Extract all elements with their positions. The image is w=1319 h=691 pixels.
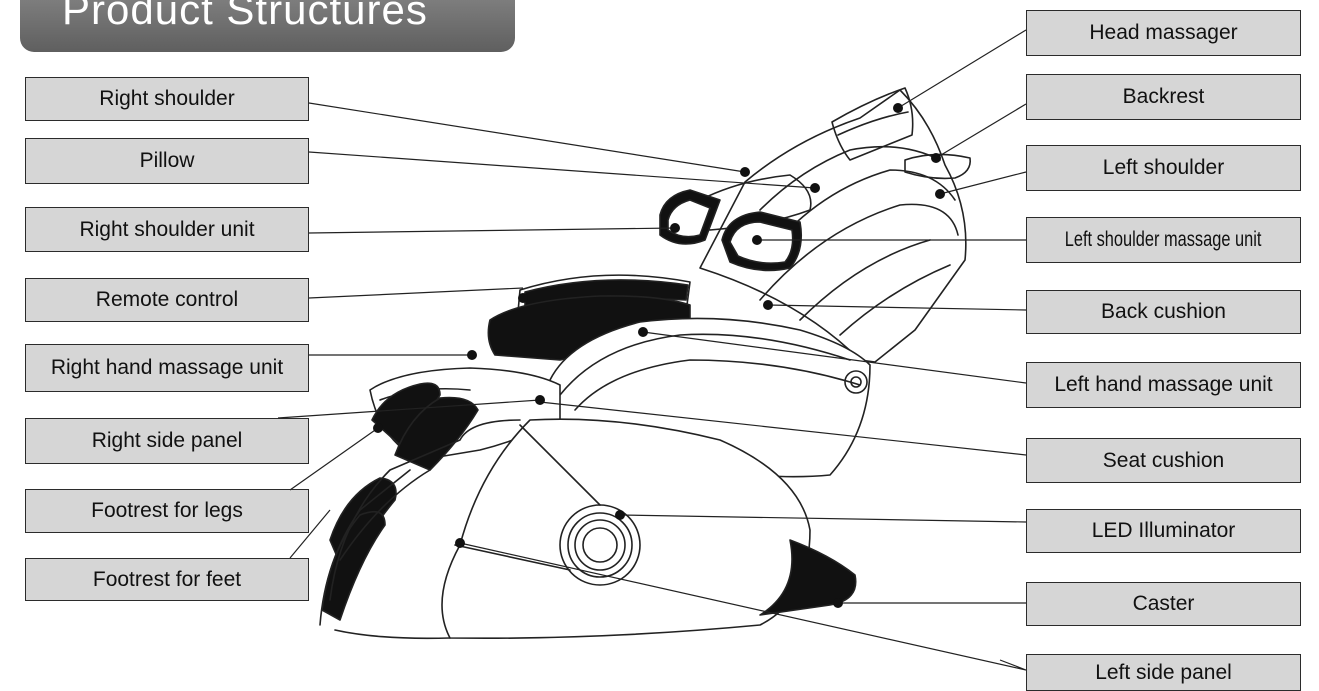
dot-remote-control [518, 293, 528, 303]
dot-seat-cushion [535, 395, 545, 405]
dot-right-shoulder [740, 167, 750, 177]
leader-back-cushion [768, 305, 1026, 310]
leader-head-massager [898, 30, 1026, 108]
dot-caster [833, 598, 843, 608]
dot-right-shoulder-unit [670, 223, 680, 233]
leader-right-shoulder [309, 103, 745, 172]
leader-right-shoulder-unit [309, 228, 675, 233]
dot-right-hand-massage-unit [467, 350, 477, 360]
dot-left-shoulder-massage-unit [752, 235, 762, 245]
dot-back-cushion [763, 300, 773, 310]
dot-backrest [931, 153, 941, 163]
dot-led-illuminator [615, 510, 625, 520]
dot-footrest-legs [373, 423, 383, 433]
leader-backrest [936, 104, 1026, 158]
dot-left-side-panel [455, 538, 465, 548]
dot-pillow [810, 183, 820, 193]
leader-remote-control [309, 288, 523, 298]
leader-pillow [309, 152, 815, 188]
leader-footrest-for-feet [290, 510, 330, 558]
dot-head-massager [893, 103, 903, 113]
leader-footrest-for-legs [290, 428, 378, 490]
dot-left-hand-massage-unit [638, 327, 648, 337]
dot-left-shoulder [935, 189, 945, 199]
